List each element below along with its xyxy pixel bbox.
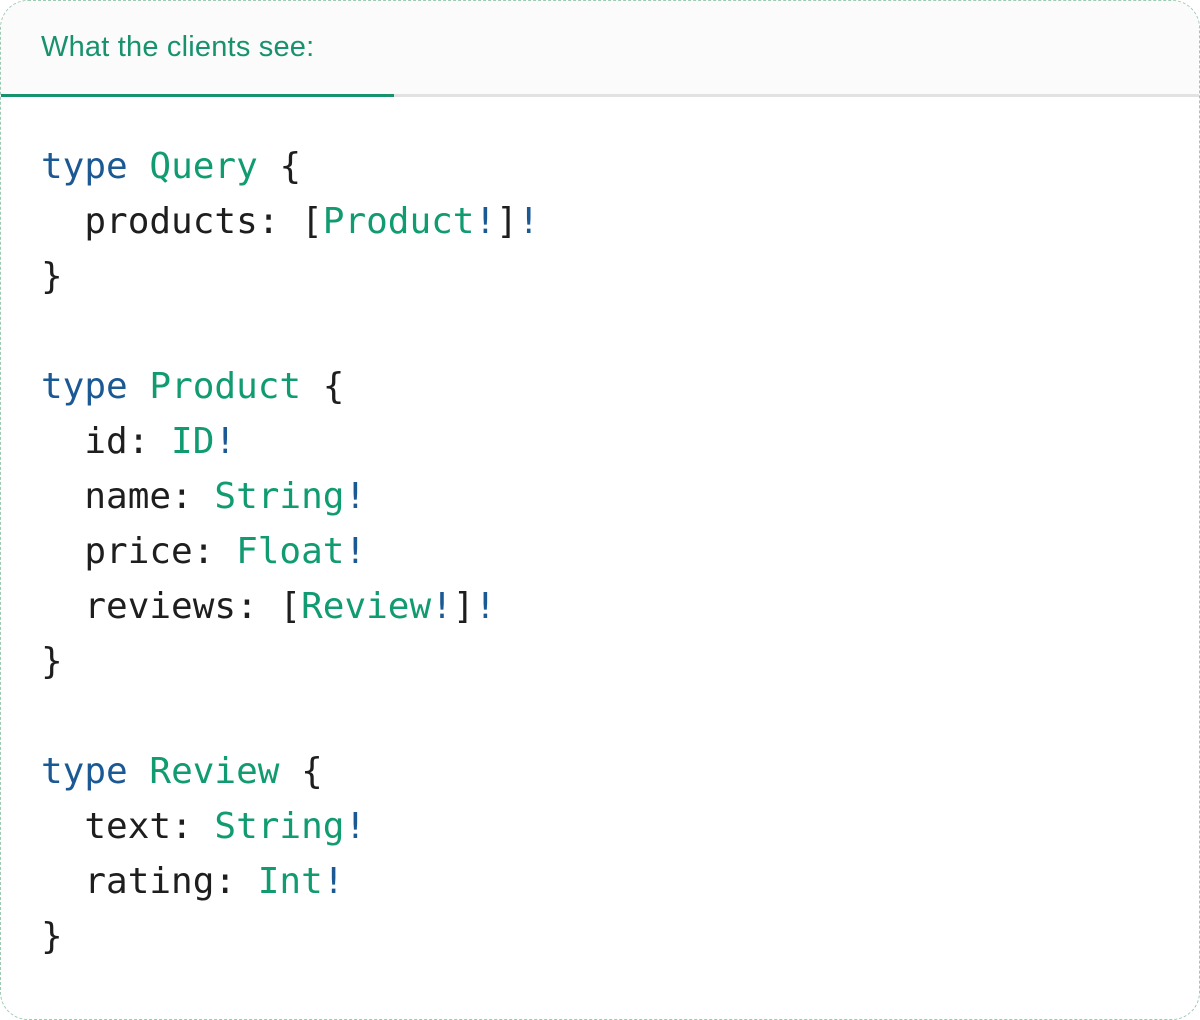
code-token: ! [474,586,497,627]
code-token: rating: [41,861,258,902]
code-token: type [41,751,128,792]
code-token: reviews: [ [41,586,302,627]
code-token: type [41,366,128,407]
graphql-schema-code: type Query { products: [Product!]!}type … [1,97,1199,1004]
code-token: ! [474,201,497,242]
code-line [41,304,1159,359]
code-token: id: [41,421,172,462]
code-line: text: String! [41,799,1159,854]
code-token: { [257,146,302,187]
code-token: } [41,916,63,957]
code-token: ] [496,201,518,242]
code-token: Product [322,201,475,242]
code-token: type [41,146,128,187]
code-token: ID [171,421,215,462]
code-line: products: [Product!]! [41,194,1159,249]
code-token: ] [452,586,475,627]
code-token: Product [149,366,302,407]
code-token: ! [344,806,367,847]
code-token: } [41,256,63,297]
code-token: ! [214,421,237,462]
code-token: Float [236,531,345,572]
code-token: Int [257,861,323,902]
code-token: ! [517,201,540,242]
code-token: Review [301,586,432,627]
code-token: ! [322,861,345,902]
code-token: { [279,751,323,792]
tab-what-clients-see[interactable]: What the clients see: [1,1,394,97]
code-token: ! [344,476,367,517]
code-token: Review [149,751,280,792]
code-token: ! [431,586,453,627]
code-line: type Review { [41,744,1159,799]
code-token: { [301,366,345,407]
tab-bar: What the clients see: [1,1,1199,97]
code-line: rating: Int! [41,854,1159,909]
code-line: price: Float! [41,524,1159,579]
code-line: id: ID! [41,414,1159,469]
code-token: String [214,806,345,847]
code-line: type Query { [41,139,1159,194]
code-token [128,366,150,407]
code-token: Query [149,146,258,187]
code-token [128,751,150,792]
code-token [128,146,150,187]
code-line: } [41,634,1159,689]
code-line: name: String! [41,469,1159,524]
code-token: text: [41,806,215,847]
code-line: } [41,909,1159,964]
code-token: } [41,641,63,682]
code-token: name: [41,476,215,517]
code-token: String [214,476,345,517]
code-line: } [41,249,1159,304]
code-line: reviews: [Review!]! [41,579,1159,634]
code-token: products: [ [41,201,323,242]
code-token: price: [41,531,237,572]
tab-label: What the clients see: [41,31,315,63]
code-token: ! [344,531,367,572]
code-line: type Product { [41,359,1159,414]
code-line [41,689,1159,744]
